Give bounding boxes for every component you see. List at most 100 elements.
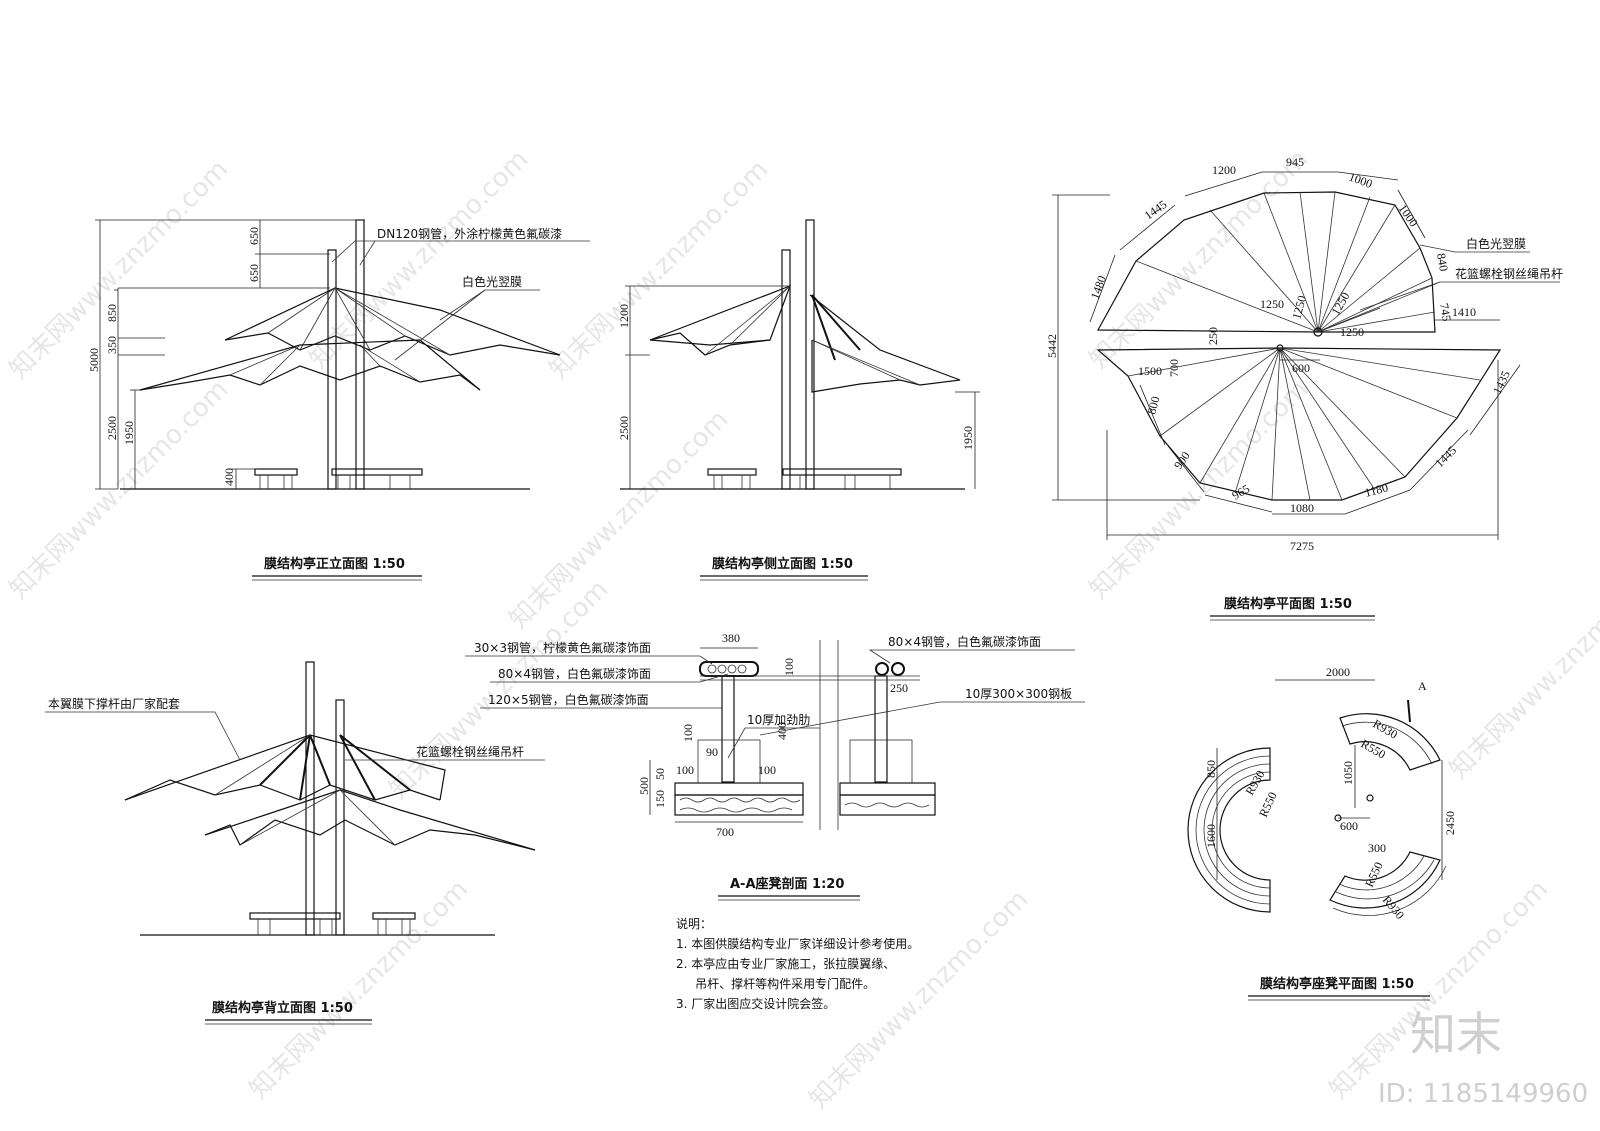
brand-logo: 知末 bbox=[1410, 1007, 1502, 1061]
dim-label: 2450 bbox=[1443, 811, 1457, 835]
notes: 说明： 1. 本图供膜结构专业厂家详细设计参考使用。 2. 本亭应由专业厂家施工… bbox=[676, 916, 919, 1011]
plan-view: 5442 7275 1200 945 1000 1445 1000 1480 8… bbox=[1045, 155, 1563, 621]
dim-label: 100 bbox=[681, 724, 695, 742]
brand: 知末 ID: 1185149960 bbox=[1378, 1007, 1588, 1109]
bench-section: 380 100 400 100 250 100 90 100 500 150 5… bbox=[465, 631, 1085, 901]
dim-label: 1200 bbox=[1212, 163, 1236, 177]
dim-label: 1445 bbox=[1142, 197, 1170, 222]
watermark: 知末网www.znzmo.com bbox=[4, 374, 235, 605]
dim-label: 400 bbox=[222, 468, 236, 486]
drawing-title: 膜结构亭背立面图 1:50 bbox=[212, 1000, 353, 1016]
dim-label: R930 bbox=[1380, 893, 1407, 922]
brand-id: ID: 1185149960 bbox=[1378, 1079, 1588, 1109]
dim-label: 250 bbox=[890, 681, 908, 695]
dim-label: 700 bbox=[1167, 359, 1181, 377]
dim-label: 800 bbox=[1144, 395, 1162, 416]
callout-membrane: 白色光翌膜 bbox=[462, 274, 522, 289]
dim-label: 650 bbox=[247, 227, 261, 245]
dim-label: 965 bbox=[1230, 481, 1253, 502]
front-elevation: 650 650 850 350 5000 2500 1950 400 DN120… bbox=[87, 219, 590, 581]
dim-label: 1000 bbox=[1347, 170, 1374, 191]
dim-label: 1250 bbox=[1340, 325, 1364, 339]
dim-label: 1950 bbox=[122, 421, 136, 445]
dim-label: 100 bbox=[758, 763, 776, 777]
section-mark: A bbox=[1418, 679, 1427, 693]
section-callout: 10厚加劲肋 bbox=[747, 712, 810, 727]
drawing-title: 膜结构亭座凳平面图 1:50 bbox=[1260, 976, 1414, 992]
dim-label: 1180 bbox=[1363, 480, 1389, 500]
dim-label: 1250 bbox=[1289, 294, 1309, 321]
watermark: 知末网www.znzmo.com bbox=[384, 574, 615, 805]
dim-label: 2000 bbox=[1326, 665, 1350, 679]
dim-label: 1445 bbox=[1432, 443, 1459, 470]
dim-label: 1410 bbox=[1452, 305, 1476, 319]
dim-label: 850 bbox=[105, 304, 119, 322]
dim-label: 1050 bbox=[1341, 761, 1355, 785]
dim-label: 850 bbox=[1204, 760, 1218, 778]
dim-label: 840 bbox=[1434, 252, 1451, 272]
watermark: 知末网www.znzmo.com bbox=[1084, 374, 1315, 605]
dim-overall-h: 5442 bbox=[1045, 334, 1059, 358]
note-item: 2. 本亭应由专业厂家施工，张拉膜翼缘、 bbox=[676, 956, 895, 971]
note-item: 3. 厂家出图应交设计院会签。 bbox=[676, 996, 835, 1011]
dim-label: 5000 bbox=[87, 348, 101, 372]
dim-label: 1600 bbox=[1204, 824, 1218, 848]
bench-plan: 2000 850 1600 1050 2450 600 300 R930 R55… bbox=[1187, 665, 1457, 1001]
dim-label: 90 bbox=[706, 745, 718, 759]
dim-label: 500 bbox=[637, 777, 651, 795]
dim-label: 250 bbox=[1206, 327, 1220, 345]
dim-label: 945 bbox=[1286, 155, 1304, 169]
dim-label: 2500 bbox=[617, 416, 631, 440]
notes-heading: 说明： bbox=[676, 916, 712, 931]
watermark: 知末网www.znzmo.com bbox=[1444, 554, 1600, 785]
dim-label: 1500 bbox=[1138, 364, 1162, 378]
section-callout: 80×4钢管，白色氟碳漆饰面 bbox=[888, 634, 1041, 649]
back-elevation: 本翼膜下撑杆由厂家配套 花篮螺栓钢丝绳吊杆 膜结构亭背立面图 1:50 bbox=[45, 661, 545, 1025]
drawing-title: 膜结构亭平面图 1:50 bbox=[1224, 596, 1352, 612]
drawing-title: A-A座凳剖面 1:20 bbox=[730, 876, 844, 892]
dim-label: 1435 bbox=[1490, 369, 1513, 397]
dim-label: R550 bbox=[1359, 736, 1389, 761]
note-item: 1. 本图供膜结构专业厂家详细设计参考使用。 bbox=[676, 936, 919, 951]
drawing-title: 膜结构亭侧立面图 1:50 bbox=[712, 556, 853, 572]
dim-label: 745 bbox=[1437, 302, 1454, 322]
dim-label: 1080 bbox=[1290, 501, 1314, 515]
note-item: 吊杆、撑杆等构件采用专门配件。 bbox=[676, 976, 875, 991]
dim-label: 1250 bbox=[1260, 297, 1284, 311]
dim-label: 1480 bbox=[1088, 274, 1109, 301]
dim-label: 300 bbox=[1368, 841, 1386, 855]
dim-label: 700 bbox=[716, 825, 734, 839]
dim-label: 50 bbox=[653, 768, 667, 780]
dim-label: 100 bbox=[676, 763, 694, 777]
watermark: 知末网www.znzmo.com bbox=[4, 154, 235, 385]
dim-label: 600 bbox=[1292, 361, 1310, 375]
watermark: 知末网www.znzmo.com bbox=[544, 154, 775, 385]
watermark: 知末网www.znzmo.com bbox=[244, 874, 475, 1105]
section-callout: 120×5钢管，白色氟碳漆饰面 bbox=[488, 692, 649, 707]
dim-label: 1950 bbox=[961, 426, 975, 450]
dim-label: 600 bbox=[1340, 819, 1358, 833]
callout-cable: 花篮螺栓钢丝绳吊杆 bbox=[1455, 266, 1563, 281]
callout-membrane: 白色光翌膜 bbox=[1466, 236, 1526, 251]
watermark: 知末网www.znzmo.com bbox=[1084, 144, 1315, 375]
dim-overall-w: 7275 bbox=[1290, 539, 1314, 553]
section-callout: 30×3钢管，柠檬黄色氟碳漆饰面 bbox=[474, 640, 651, 655]
dim-label: 2500 bbox=[105, 416, 119, 440]
watermark: 知末网www.znzmo.com bbox=[804, 884, 1035, 1115]
callout-pipe: DN120钢管，外涂柠檬黄色氟碳漆 bbox=[377, 226, 562, 241]
callout-strut: 本翼膜下撑杆由厂家配套 bbox=[48, 696, 180, 711]
dim-label: 1200 bbox=[617, 304, 631, 328]
section-callout: 80×4钢管，白色氟碳漆饰面 bbox=[498, 666, 651, 681]
dim-label: 100 bbox=[782, 658, 796, 676]
dim-label: 150 bbox=[653, 790, 667, 808]
dim-label: 350 bbox=[105, 336, 119, 354]
dim-label: 380 bbox=[722, 631, 740, 645]
dim-label: 650 bbox=[247, 264, 261, 282]
dim-label: R550 bbox=[1362, 860, 1386, 889]
dim-label: R930 bbox=[1371, 716, 1401, 741]
dim-label: 1000 bbox=[1396, 202, 1421, 230]
section-callout: 10厚300×300钢板 bbox=[965, 687, 1072, 701]
dim-label: R550 bbox=[1256, 790, 1280, 819]
side-elevation: 1200 2500 1950 膜结构亭侧立面图 1:50 bbox=[617, 219, 980, 581]
